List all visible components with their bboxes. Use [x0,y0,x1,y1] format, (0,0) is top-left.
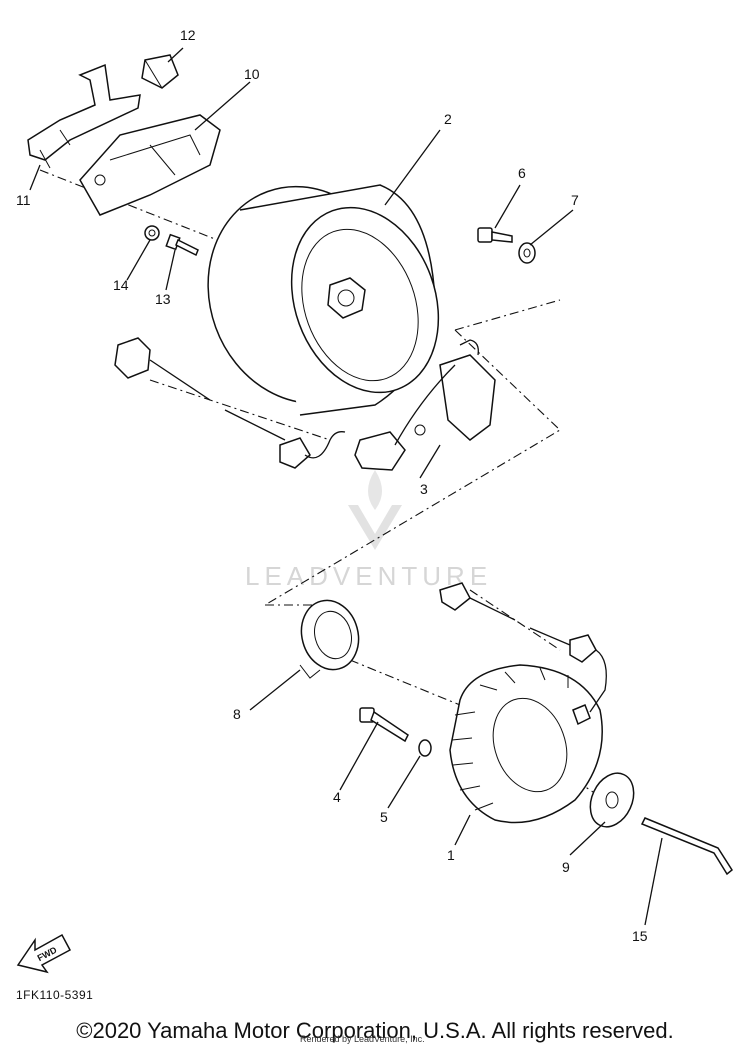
part-1-stator [439,582,607,824]
watermark-text: LEADVENTURE [245,561,492,591]
part-3-pickup-coil [114,337,496,471]
callout-12: 12 [180,27,196,43]
callout-4: 4 [333,789,341,805]
callout-2: 2 [444,111,452,127]
callout-labels: 12 10 11 2 6 7 14 13 3 8 4 5 1 9 15 [16,27,648,944]
callout-3: 3 [420,481,428,497]
part-5-washer [418,739,432,757]
part-8-seal [299,599,360,679]
part-6-bolt [477,227,513,243]
part-11-bracket [27,63,141,169]
part-10-cover [79,114,221,216]
part-7-washer [518,242,536,264]
callout-1: 1 [447,847,455,863]
part-13-bolt [165,233,199,257]
callout-15: 15 [632,928,648,944]
part-15-pin [640,817,733,876]
part-14-nut [144,225,160,241]
part-9-washer [589,772,635,828]
part-2-rotor [207,184,440,416]
callout-13: 13 [155,291,171,307]
part-12-cap [141,54,179,89]
callout-10: 10 [244,66,260,82]
callout-8: 8 [233,706,241,722]
diagram-part-code: 1FK110-5391 [16,988,93,1002]
callout-14: 14 [113,277,129,293]
forward-arrow: FWD [16,933,72,974]
rendered-note: Rendered by LeadVenture, Inc. [300,1034,425,1044]
callout-11: 11 [16,192,31,208]
watermark: LEADVENTURE [245,470,492,591]
leader-lines [29,47,663,926]
callout-7: 7 [571,192,579,208]
callout-5: 5 [380,809,388,825]
callout-9: 9 [562,859,570,875]
callout-6: 6 [518,165,526,181]
part-4-bolt [359,707,409,743]
